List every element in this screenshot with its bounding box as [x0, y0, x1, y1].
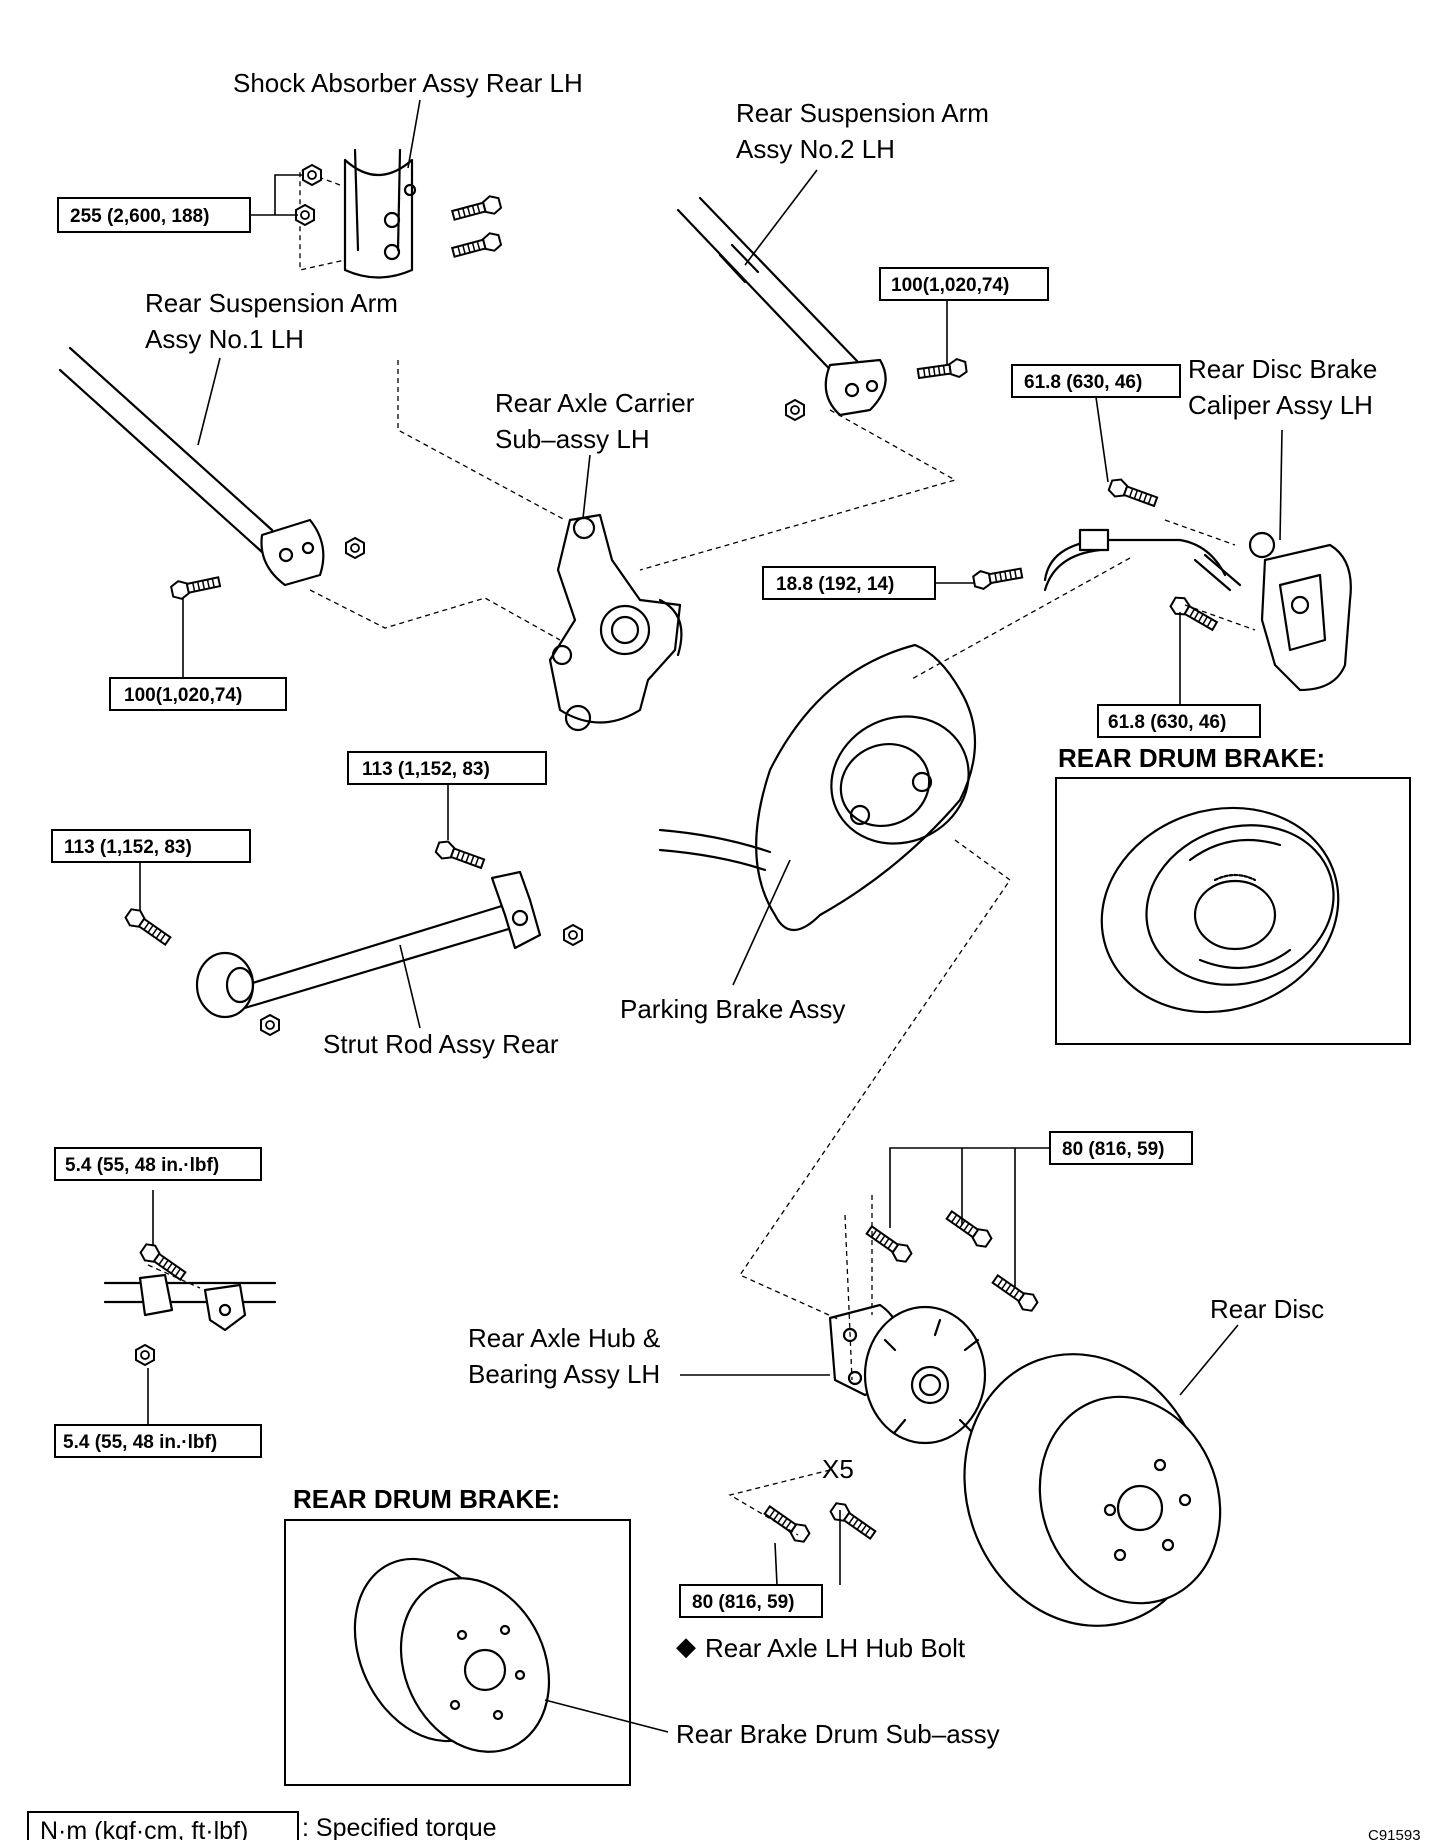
label-arm-no2-line2: Assy No.2 LH — [736, 134, 895, 164]
torque-label: 5.4 (55, 48 in.·lbf) — [65, 1155, 219, 1176]
label-carrier-line2: Sub–assy LH — [495, 424, 650, 454]
torque-spec-strut-a: 113 (1,152, 83) — [347, 751, 547, 785]
torque-label: 255 (2,600, 188) — [70, 206, 209, 227]
torque-spec-arm2: 100(1,020,74) — [879, 267, 1049, 301]
speed-sensor-wire-part — [971, 528, 1242, 592]
rear-axle-carrier-part — [548, 513, 683, 732]
label-hub-line1: Rear Axle Hub & — [468, 1323, 660, 1353]
torque-label: 80 (816, 59) — [692, 1592, 794, 1613]
label-hub-bolt: Rear Axle LH Hub Bolt — [705, 1633, 966, 1663]
leader-lines — [139, 99, 1283, 1733]
torque-spec-clamp-bottom: 5.4 (55, 48 in.·lbf) — [54, 1424, 262, 1458]
legend-unit: N·m (kgf·cm, ft·lbf) — [40, 1817, 248, 1840]
cable-clamp-part — [103, 1240, 277, 1366]
torque-spec-hub-bottom: 80 (816, 59) — [679, 1584, 823, 1618]
shock-absorber-part — [295, 148, 504, 279]
torque-label: 113 (1,152, 83) — [64, 837, 192, 858]
label-strut-rod: Strut Rod Assy Rear — [323, 1029, 559, 1059]
torque-label: 80 (816, 59) — [1062, 1139, 1164, 1160]
label-arm-no1-line2: Assy No.1 LH — [145, 324, 304, 354]
drum-brake-shoes-part — [1100, 806, 1340, 1014]
label-shock-absorber: Shock Absorber Assy Rear LH — [233, 68, 583, 98]
torque-legend: N·m (kgf·cm, ft·lbf) : Specified torque — [27, 1811, 497, 1840]
label-caliper-line2: Caliper Assy LH — [1188, 390, 1373, 420]
label-arm-no2-line1: Rear Suspension Arm — [736, 98, 989, 128]
hub-bolt-marker: ◆ — [676, 1631, 696, 1661]
rear-disc-brake-caliper-part — [1106, 475, 1352, 692]
torque-spec-shock: 255 (2,600, 188) — [57, 197, 251, 233]
label-brake-drum: Rear Brake Drum Sub–assy — [676, 1719, 1000, 1749]
label-parking-brake: Parking Brake Assy — [620, 994, 845, 1024]
torque-label: 5.4 (55, 48 in.·lbf) — [63, 1432, 217, 1453]
rear-disc-part — [963, 1353, 1222, 1627]
torque-label: 100(1,020,74) — [124, 685, 242, 706]
figure-id: C91593 — [1368, 1827, 1421, 1840]
strut-rod-part — [122, 837, 583, 1036]
label-carrier-line1: Rear Axle Carrier — [495, 388, 695, 418]
torque-spec-caliper-bottom: 61.8 (630, 46) — [1097, 704, 1261, 738]
torque-spec-strut-b: 113 (1,152, 83) — [51, 829, 251, 863]
torque-label: 61.8 (630, 46) — [1024, 372, 1142, 393]
torque-label: 100(1,020,74) — [891, 275, 1009, 296]
legend-text: : Specified torque — [302, 1814, 497, 1840]
label-caliper-line1: Rear Disc Brake — [1188, 354, 1377, 384]
parking-brake-backing-plate-part — [658, 643, 976, 931]
torque-spec-hub-top: 80 (816, 59) — [1049, 1131, 1193, 1165]
torque-label: 113 (1,152, 83) — [362, 759, 490, 780]
torque-label: 18.8 (192, 14) — [776, 574, 894, 595]
label-arm-no1-line1: Rear Suspension Arm — [145, 288, 398, 318]
label-rear-disc: Rear Disc — [1210, 1294, 1324, 1324]
rear-suspension-arm-no1-part — [58, 346, 365, 602]
label-hub-line2: Bearing Assy LH — [468, 1359, 660, 1389]
brake-drum-part — [353, 1557, 551, 1753]
torque-spec-sensor: 18.8 (192, 14) — [762, 566, 936, 600]
torque-spec-clamp-top: 5.4 (55, 48 in.·lbf) — [54, 1147, 262, 1181]
torque-label: 61.8 (630, 46) — [1108, 712, 1226, 733]
assembly-guide-lines — [147, 360, 1256, 1536]
label-x5: X5 — [822, 1454, 854, 1484]
rear-suspension-arm-no2-part — [676, 196, 969, 421]
drum-brake-header-2: REAR DRUM BRAKE: — [293, 1484, 560, 1514]
drum-brake-header-1: REAR DRUM BRAKE: — [1058, 743, 1325, 773]
torque-spec-caliper-top: 61.8 (630, 46) — [1011, 364, 1181, 398]
torque-spec-arm1: 100(1,020,74) — [109, 677, 287, 711]
rear-axle-hub-part — [761, 1195, 1041, 1546]
